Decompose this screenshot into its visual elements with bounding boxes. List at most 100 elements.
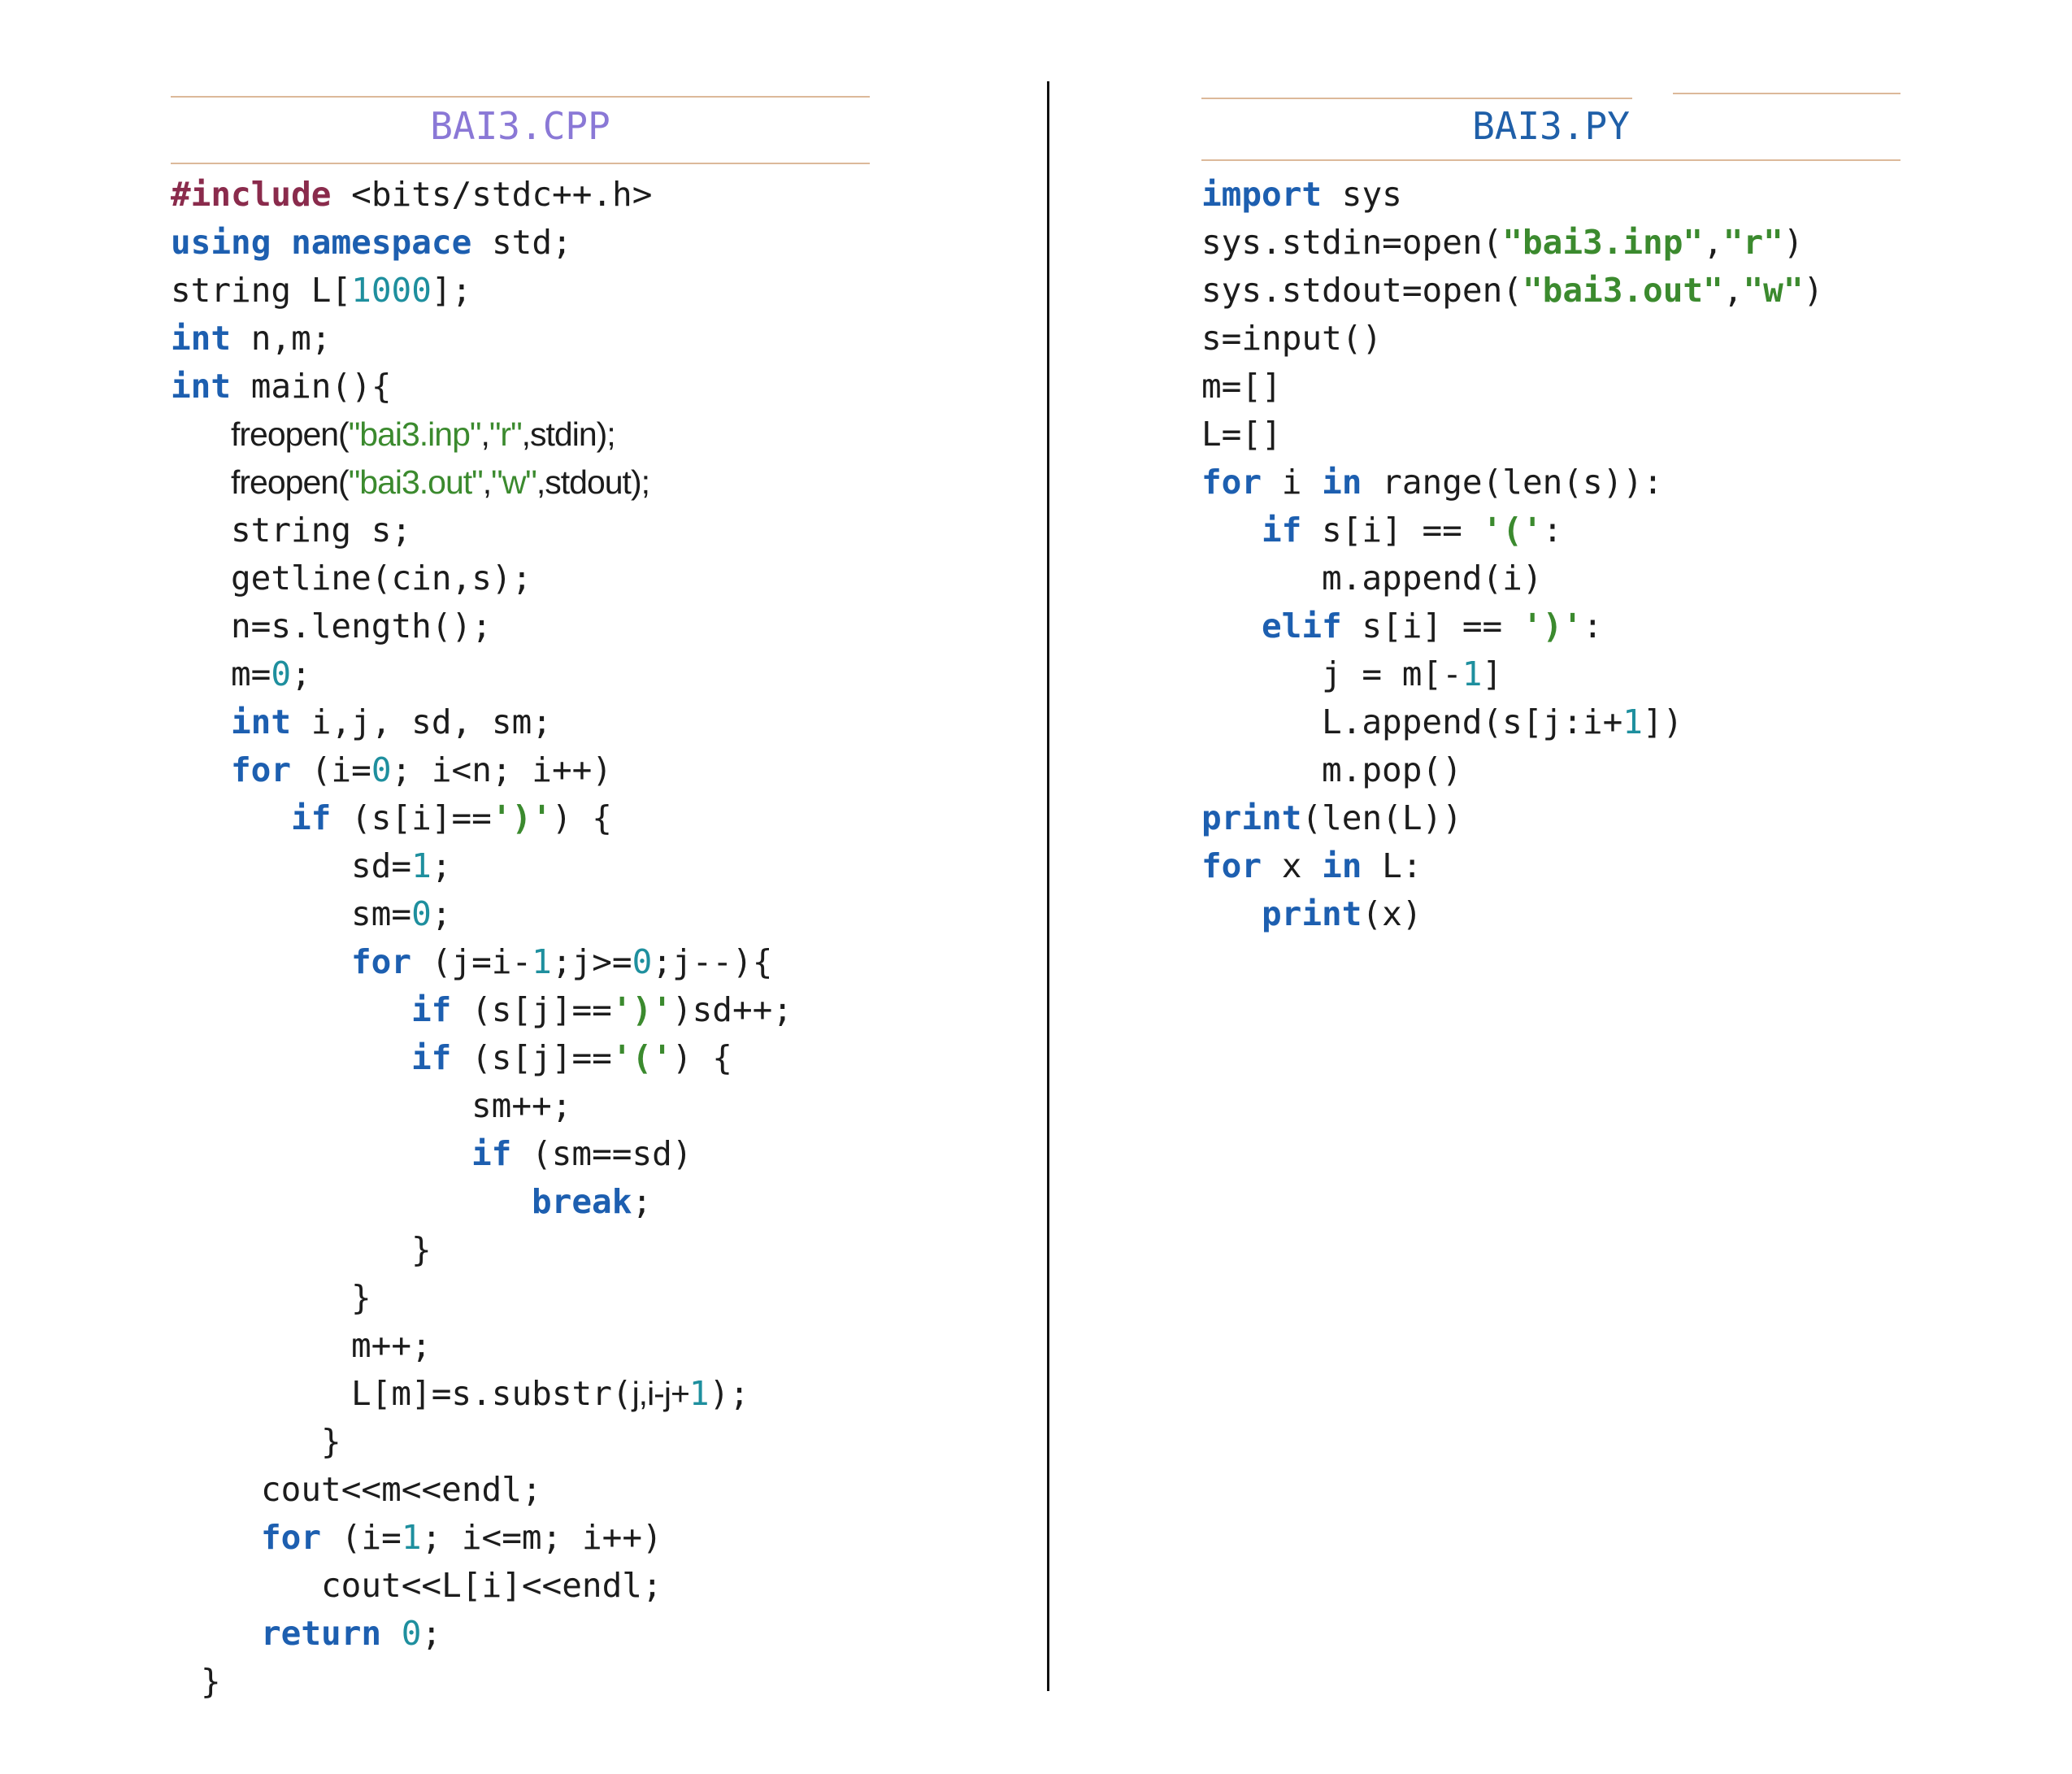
cpp-file-title: BAI3.CPP bbox=[430, 104, 610, 148]
py-code-token: ) bbox=[1783, 223, 1804, 262]
cpp-code-token: (sm==sd) bbox=[511, 1134, 693, 1173]
py-code-block: import sys sys.stdin=open("bai3.inp","r")… bbox=[1201, 171, 1900, 938]
py-code-line: m.pop() bbox=[1201, 746, 1900, 794]
cpp-code-token: 1000 bbox=[351, 271, 432, 310]
py-code-token: x bbox=[1262, 846, 1323, 885]
cpp-code-token: (j=i- bbox=[411, 942, 532, 981]
cpp-code-token: ; bbox=[431, 894, 452, 933]
cpp-code-token: 1 bbox=[532, 942, 552, 981]
py-code-line: elif s[i] == ')': bbox=[1201, 602, 1900, 650]
cpp-code-token: ; bbox=[431, 846, 452, 885]
cpp-code-token: 0 bbox=[401, 1614, 422, 1653]
cpp-code-token: for bbox=[351, 942, 412, 981]
cpp-code-token: ,stdout); bbox=[536, 463, 650, 501]
column-divider bbox=[1047, 81, 1049, 1691]
cpp-panel: BAI3.CPP #include <bits/stdc++.h>using n… bbox=[171, 89, 870, 1706]
py-code-line: sys.stdout=open("bai3.out","w") bbox=[1201, 267, 1900, 315]
py-code-token: sys.stdin=open( bbox=[1201, 223, 1503, 262]
py-code-token: if bbox=[1262, 511, 1302, 550]
cpp-code-line: L[m]=s.substr(j,i-j+1); bbox=[171, 1370, 870, 1418]
cpp-code-token: i,j, sd, sm; bbox=[291, 702, 552, 741]
cpp-code-token: if bbox=[471, 1134, 512, 1173]
cpp-code-token: freopen( bbox=[231, 415, 350, 453]
py-header: BAI3.PY bbox=[1201, 89, 1900, 164]
cpp-code-token: ; i<=m; i++) bbox=[421, 1518, 662, 1557]
cpp-code-line: string L[1000]; bbox=[171, 267, 870, 315]
py-code-token: ) bbox=[1803, 271, 1824, 310]
py-code-line: for i in range(len(s)): bbox=[1201, 459, 1900, 507]
cpp-code-token: (i= bbox=[291, 750, 371, 789]
cpp-code-token: ;j--){ bbox=[652, 942, 773, 981]
cpp-code-token: "bai3.out" bbox=[348, 463, 484, 501]
cpp-code-line: getline(cin,s); bbox=[171, 554, 870, 602]
cpp-code-token: string L[ bbox=[171, 271, 352, 310]
py-code-token: elif bbox=[1262, 607, 1342, 646]
cpp-code-token: getline(cin,s); bbox=[231, 559, 532, 598]
cpp-code-line: break; bbox=[171, 1178, 870, 1226]
cpp-code-line: sm=0; bbox=[171, 890, 870, 938]
py-panel: BAI3.PY import sys sys.stdin=open("bai3.i… bbox=[1201, 89, 1900, 938]
cpp-code-token: n=s.length(); bbox=[231, 607, 492, 646]
py-code-token: in bbox=[1322, 846, 1362, 885]
cpp-code-line: } bbox=[171, 1274, 870, 1322]
cpp-code-token: } bbox=[321, 1422, 341, 1461]
cpp-code-line: n=s.length(); bbox=[171, 602, 870, 650]
cpp-code-token: '(' bbox=[611, 1038, 672, 1077]
cpp-code-token: sd= bbox=[351, 846, 412, 885]
cpp-code-token: m++; bbox=[351, 1326, 432, 1365]
cpp-code-line: sm++; bbox=[171, 1082, 870, 1130]
cpp-code-token: for bbox=[261, 1518, 322, 1557]
cpp-code-token: ; bbox=[291, 654, 311, 694]
cpp-code-token: cout<<L[i]<<endl; bbox=[321, 1566, 662, 1605]
cpp-code-token: } bbox=[201, 1662, 221, 1701]
py-code-line: s=input() bbox=[1201, 315, 1900, 363]
cpp-code-token: freopen( bbox=[231, 463, 350, 501]
py-code-line: m.append(i) bbox=[1201, 554, 1900, 602]
cpp-code-token: "r" bbox=[489, 415, 523, 453]
cpp-code-token: ]; bbox=[431, 271, 472, 310]
py-code-token: s[i] == bbox=[1301, 511, 1483, 550]
py-code-token: : bbox=[1542, 511, 1563, 550]
py-header-top-rule-a bbox=[1201, 98, 1632, 99]
cpp-code-token: 1 bbox=[688, 1374, 710, 1413]
cpp-code-token: #include bbox=[171, 175, 332, 214]
cpp-header-top-rule bbox=[171, 96, 870, 98]
py-code-line: if s[i] == '(': bbox=[1201, 507, 1900, 554]
py-code-token: (len(L)) bbox=[1301, 798, 1462, 837]
py-code-token: import bbox=[1201, 175, 1323, 214]
cpp-code-token: for bbox=[231, 750, 292, 789]
cpp-code-line: cout<<L[i]<<endl; bbox=[171, 1562, 870, 1610]
cpp-code-token: 0 bbox=[371, 750, 392, 789]
cpp-code-token: 0 bbox=[632, 942, 653, 981]
cpp-code-token: , bbox=[482, 463, 492, 501]
py-code-line: sys.stdin=open("bai3.inp","r") bbox=[1201, 219, 1900, 267]
cpp-code-line: if (s[j]==')')sd++; bbox=[171, 986, 870, 1034]
py-code-token: m.append(i) bbox=[1322, 559, 1543, 598]
py-code-token: for bbox=[1201, 463, 1262, 502]
py-code-token: L=[] bbox=[1201, 415, 1282, 454]
py-code-token: 1 bbox=[1462, 654, 1483, 694]
cpp-code-line: sd=1; bbox=[171, 842, 870, 890]
cpp-code-token: n,m; bbox=[231, 319, 332, 358]
cpp-code-token: 1 bbox=[401, 1518, 422, 1557]
cpp-code-line: m=0; bbox=[171, 650, 870, 698]
py-code-token: "r" bbox=[1722, 223, 1783, 262]
cpp-code-token: 0 bbox=[411, 894, 432, 933]
py-code-token: i bbox=[1262, 463, 1323, 502]
py-header-bottom-rule bbox=[1201, 159, 1900, 161]
cpp-code-token bbox=[381, 1614, 402, 1653]
cpp-code-line: int n,m; bbox=[171, 315, 870, 363]
cpp-code-token: std; bbox=[471, 223, 572, 262]
cpp-code-token: L[m]=s.substr( bbox=[351, 1374, 632, 1413]
cpp-header-bottom-rule bbox=[171, 163, 870, 164]
cpp-code-token: sm++; bbox=[471, 1086, 572, 1125]
py-code-token: ] bbox=[1482, 654, 1503, 694]
py-code-token: for bbox=[1201, 846, 1262, 885]
cpp-code-line: freopen("bai3.out","w",stdout); bbox=[171, 459, 870, 507]
cpp-code-line: freopen("bai3.inp","r",stdin); bbox=[171, 411, 870, 459]
cpp-code-token: ); bbox=[709, 1374, 749, 1413]
cpp-code-line: #include <bits/stdc++.h> bbox=[171, 171, 870, 219]
cpp-code-line: if (s[j]=='(') { bbox=[171, 1034, 870, 1082]
py-code-token: sys bbox=[1322, 175, 1402, 214]
py-code-token: sys.stdout=open( bbox=[1201, 271, 1523, 310]
